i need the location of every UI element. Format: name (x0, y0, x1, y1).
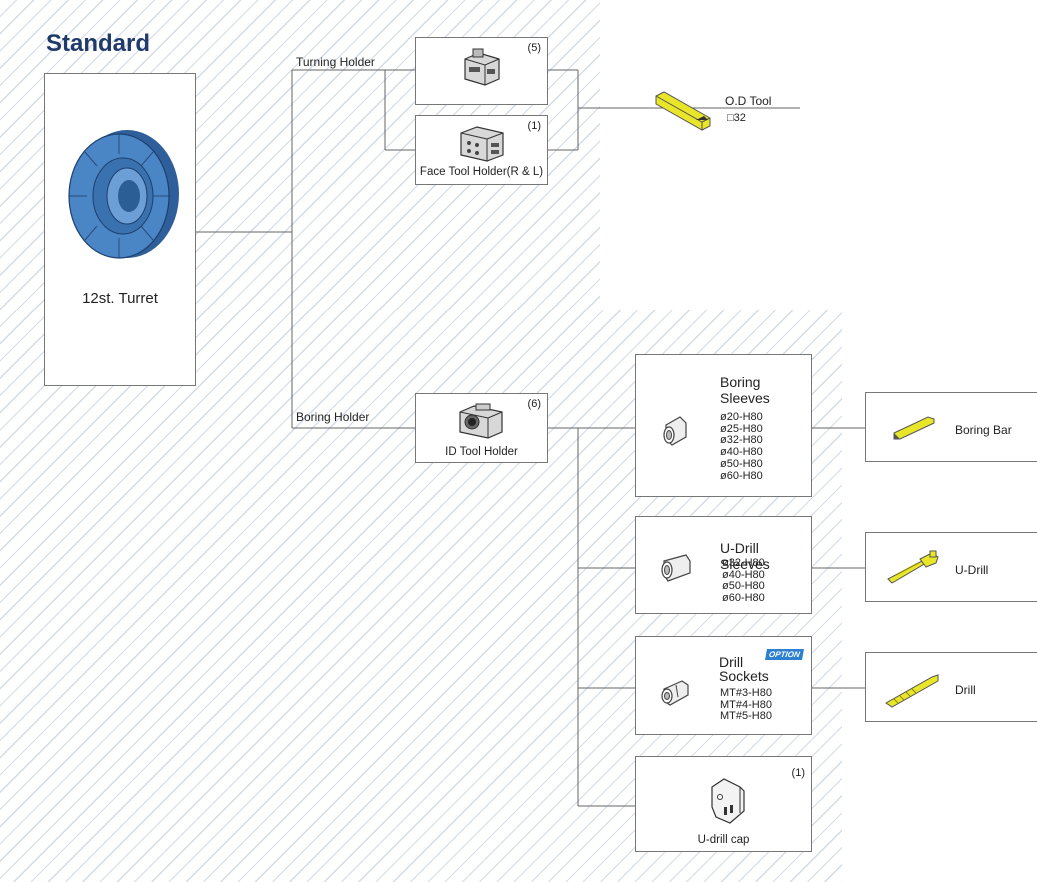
u-drill-cap-label: U-drill cap (697, 834, 750, 846)
drill-socket-icon (661, 680, 689, 706)
turning-holder-icon (464, 48, 500, 86)
turning-holder-count: (5) (527, 42, 541, 54)
boring-bar-box: Boring Bar (865, 392, 1037, 462)
id-holder-count: (6) (527, 398, 541, 410)
u-drill-sleeve-icon (661, 554, 691, 582)
id-holder-label: ID Tool Holder (445, 446, 518, 458)
boring-sleeve-spec: ø40-H80 (720, 446, 763, 459)
boring-sleeve-spec: ø32-H80 (720, 434, 763, 447)
drill-sockets-title-1: Drill (719, 654, 744, 670)
turret-label: 12st. Turret (82, 290, 158, 307)
boring-sleeve-spec: ø25-H80 (720, 422, 763, 435)
face-holder-label: Face Tool Holder(R & L) (419, 166, 544, 178)
boring-sleeves-title-1: Boring (720, 374, 761, 390)
id-tool-holder-icon (459, 403, 503, 439)
option-badge: OPTION (765, 649, 804, 660)
od-tool-size: □32 (727, 112, 746, 124)
face-tool-holder-box: (1) Face Tool Holder(R & L) (415, 115, 548, 185)
boring-holder-label: Boring Holder (296, 410, 370, 424)
boring-sleeve-spec: ø60-H80 (720, 469, 763, 482)
u-drill-sleeve-spec: ø60-H80 (722, 592, 765, 605)
u-drill-cap-count: (1) (791, 767, 805, 779)
boring-sleeves-box: Boring Sleeves ø20-H80 ø25-H80 ø32-H80 ø… (635, 354, 812, 497)
u-drill-sleeve-spec: ø50-H80 (722, 580, 765, 593)
u-drill-cap-box: (1) U-drill cap (635, 756, 812, 852)
boring-sleeve-spec: ø20-H80 (720, 411, 763, 423)
turret-icon (68, 130, 179, 259)
u-drill-sleeve-spec: ø40-H80 (722, 568, 765, 581)
id-tool-holder-box: (6) ID Tool Holder (415, 393, 548, 463)
drill-icon (885, 674, 939, 708)
drill-socket-spec: MT#3-H80 (720, 687, 772, 699)
turning-holder-box: (5) (415, 37, 548, 105)
boring-sleeves-title-2: Sleeves (720, 390, 770, 406)
boring-sleeve-spec: ø50-H80 (720, 457, 763, 470)
u-drill-sleeve-spec: ø32-H80 (722, 557, 765, 569)
boring-bar-label: Boring Bar (955, 423, 1012, 437)
turret-box: 12st. Turret (44, 73, 196, 386)
u-drill-cap-icon (711, 778, 745, 824)
boring-bar-icon (893, 416, 935, 440)
drill-sockets-box: Drill Sockets OPTION MT#3-H80 MT#4-H80 M… (635, 636, 812, 735)
od-tool-icon (655, 91, 711, 131)
turning-holder-label: Turning Holder (296, 55, 375, 69)
drill-socket-spec: MT#4-H80 (720, 698, 772, 711)
u-drill-sleeves-title: U-Drill Sleeves (720, 540, 770, 572)
page-title: Standard (46, 30, 151, 57)
drill-sockets-title-2: Sockets (719, 668, 769, 684)
drill-socket-spec: MT#5-H80 (720, 710, 772, 723)
u-drill-box: U-Drill (865, 532, 1037, 602)
od-tool-label: O.D Tool (725, 94, 772, 108)
u-drill-sleeves-box: U-Drill Sleeves ø32-H80 ø40-H80 ø50-H80 … (635, 516, 812, 614)
boring-sleeve-icon (663, 416, 687, 446)
u-drill-icon (887, 550, 939, 584)
u-drill-label: U-Drill (955, 563, 989, 577)
drill-label: Drill (955, 683, 976, 697)
face-holder-count: (1) (527, 120, 541, 132)
face-tool-holder-icon (460, 126, 504, 162)
drill-box: Drill (865, 652, 1037, 722)
